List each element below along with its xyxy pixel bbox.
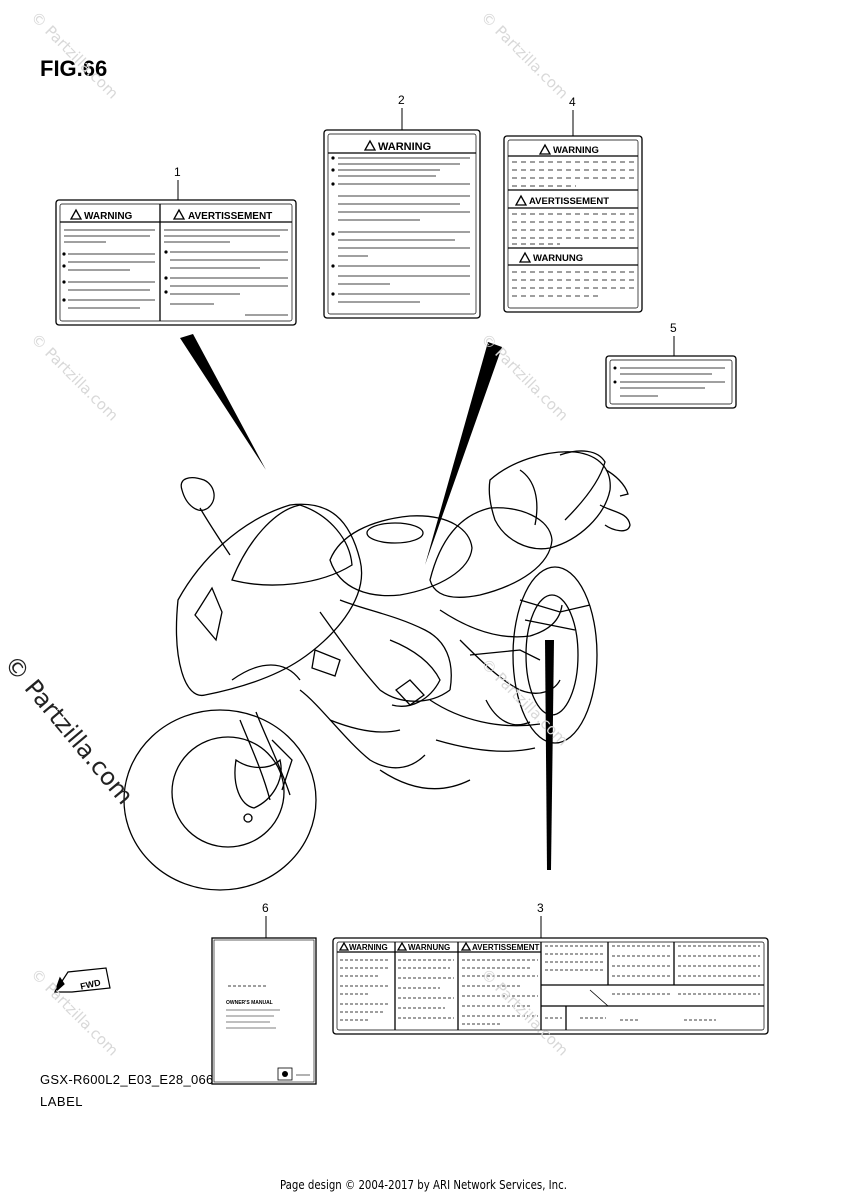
fwd-text: FWD bbox=[79, 977, 102, 991]
copyright-footer: Page design © 2004-2017 by ARI Network S… bbox=[279, 1178, 568, 1192]
owners-manual bbox=[211, 937, 317, 1085]
section-label: LABEL bbox=[40, 1094, 83, 1109]
callout-4: 4 bbox=[569, 95, 576, 109]
label-1 bbox=[55, 199, 297, 326]
label-1-warning-text: WARNING bbox=[84, 211, 133, 222]
label-5 bbox=[605, 355, 737, 409]
label-3-warning-text: WARNING bbox=[349, 943, 388, 952]
label-1-avertissement-text: AVERTISSEMENT bbox=[188, 211, 272, 222]
label-4 bbox=[503, 135, 643, 313]
owners-manual-title: OWNER'S MANUAL bbox=[226, 1000, 273, 1006]
callout-5: 5 bbox=[670, 321, 677, 335]
fwd-arrow-icon bbox=[53, 967, 111, 993]
label-3-avertissement-text: AVERTISSEMENT bbox=[472, 943, 540, 952]
model-code: GSX-R600L2_E03_E28_066 bbox=[40, 1072, 214, 1087]
label-3-warnung-text: WARNUNG bbox=[408, 943, 450, 952]
motorcycle-outline bbox=[123, 450, 631, 891]
label-4-warnung-text: WARNUNG bbox=[533, 253, 583, 264]
label-2 bbox=[323, 129, 481, 319]
figure-title: FIG.66 bbox=[40, 56, 108, 81]
label-2-warning-text: WARNING bbox=[378, 141, 431, 153]
pointer-wedges bbox=[180, 334, 554, 870]
leader-lines bbox=[177, 108, 675, 938]
callout-3: 3 bbox=[537, 901, 544, 915]
label-4-avertissement-text: AVERTISSEMENT bbox=[529, 196, 609, 207]
callout-2: 2 bbox=[398, 93, 405, 107]
callout-6: 6 bbox=[262, 901, 269, 915]
label-4-warning-text: WARNING bbox=[553, 145, 599, 156]
label-3 bbox=[332, 937, 769, 1035]
callout-1: 1 bbox=[174, 165, 181, 179]
